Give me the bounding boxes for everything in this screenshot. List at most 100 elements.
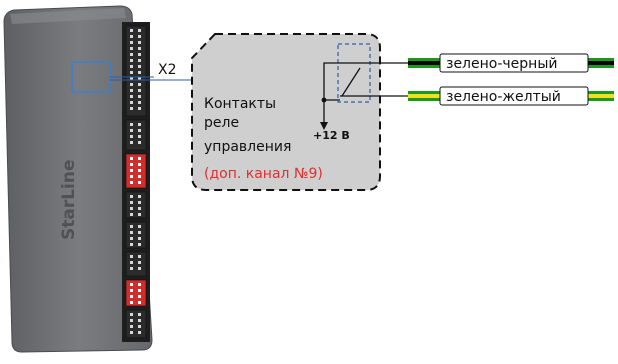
connector-pin <box>138 29 141 32</box>
connector-pin <box>138 77 141 80</box>
connector-pin <box>130 41 133 44</box>
connector-pin <box>130 77 133 80</box>
connector-pin <box>130 283 133 286</box>
connector-block <box>125 191 147 219</box>
connector-pin <box>138 101 141 104</box>
connector-pin <box>138 181 141 184</box>
relay-text-line-1: Контакты <box>204 96 276 112</box>
connector-label-x2: X2 <box>158 62 177 78</box>
wire-1-label-box <box>439 53 589 73</box>
alarm-unit: StarLine <box>3 5 153 353</box>
connector-block <box>125 221 147 249</box>
connector-pin <box>138 163 141 166</box>
wire-2-label: зелено-желтый <box>446 89 561 105</box>
connector-pin <box>130 319 133 322</box>
connector-pin <box>138 243 141 246</box>
connector-pin <box>138 295 141 298</box>
connector-pin <box>138 267 141 270</box>
connector-pin <box>130 255 133 258</box>
connector-pin <box>138 107 141 110</box>
connector-pin <box>138 141 141 144</box>
connector-pin <box>130 295 133 298</box>
connector-pin <box>130 47 133 50</box>
connector-pin <box>138 201 141 204</box>
relay-highlight-text: (доп. канал №9) <box>204 166 323 182</box>
connector-pin <box>130 141 133 144</box>
connector-block <box>125 251 147 277</box>
connector-pin <box>130 243 133 246</box>
connector-pin <box>138 325 141 328</box>
wire-green-black: зелено-черный <box>408 53 614 73</box>
alarm-unit-body <box>3 5 153 353</box>
power-arrow <box>320 122 328 130</box>
connector-pin <box>138 261 141 264</box>
connector-pin <box>138 65 141 68</box>
connector-pin <box>130 267 133 270</box>
connector-pin <box>130 89 133 92</box>
connector-pin <box>130 35 133 38</box>
connector-pin <box>138 195 141 198</box>
connector-pin <box>130 123 133 126</box>
connector-pin <box>138 53 141 56</box>
connector-block <box>125 309 147 339</box>
connector-pin <box>130 169 133 172</box>
connector-pin <box>138 129 141 132</box>
connector-pin <box>138 175 141 178</box>
connector-pin <box>138 47 141 50</box>
connector-pin <box>130 289 133 292</box>
connector-pin <box>130 65 133 68</box>
connector-pin <box>130 237 133 240</box>
connector-pin <box>138 89 141 92</box>
connector-pin <box>138 225 141 228</box>
connector-pin <box>130 331 133 334</box>
relay-text-line-2: реле <box>204 115 239 131</box>
connector-pin <box>138 207 141 210</box>
relay-box-outline <box>191 33 381 191</box>
connector-pin <box>130 107 133 110</box>
connector-pin <box>130 201 133 204</box>
connector-pin <box>138 157 141 160</box>
connector-pin <box>130 231 133 234</box>
connector-pin <box>130 29 133 32</box>
wire-green-yellow: зелено-желтый <box>408 86 614 106</box>
connector-pin <box>138 95 141 98</box>
connector-pins <box>125 25 147 339</box>
wires: зелено-черный зелено-желтый <box>368 53 614 106</box>
connector-pin <box>130 53 133 56</box>
connector-pin <box>130 301 133 304</box>
connector-pin <box>138 319 141 322</box>
connector-pin <box>138 313 141 316</box>
connector-pin <box>130 157 133 160</box>
connector-pin <box>130 325 133 328</box>
connector-block <box>125 25 147 117</box>
connector-pin <box>138 35 141 38</box>
connector-pin <box>138 283 141 286</box>
connector-pin <box>138 135 141 138</box>
connector-pin <box>130 261 133 264</box>
relay-switch-frame <box>337 43 371 103</box>
alarm-unit-top-edge <box>10 8 126 24</box>
relay-common-wire <box>323 62 340 101</box>
connector-pin <box>130 213 133 216</box>
connector-pin <box>130 135 133 138</box>
wire-2-label-box <box>439 86 589 106</box>
power-label: +12 В <box>313 129 350 142</box>
connector-pin <box>138 231 141 234</box>
connector-pin <box>130 129 133 132</box>
x2-connection: X2 <box>110 62 200 81</box>
connector-block <box>125 153 147 189</box>
connector-pin <box>138 255 141 258</box>
relay-text-line-3: управления <box>204 139 291 155</box>
relay-box: Контакты реле управления (доп. канал №9)… <box>191 33 381 191</box>
connector-pin <box>130 163 133 166</box>
connector-pin <box>138 169 141 172</box>
connector-block <box>125 279 147 307</box>
connector-pin <box>138 289 141 292</box>
connector-pin <box>130 83 133 86</box>
wire-1-label: зелено-черный <box>446 56 557 72</box>
connector-pin <box>130 71 133 74</box>
connector-pin <box>138 83 141 86</box>
brand-logo: StarLine <box>59 159 79 240</box>
